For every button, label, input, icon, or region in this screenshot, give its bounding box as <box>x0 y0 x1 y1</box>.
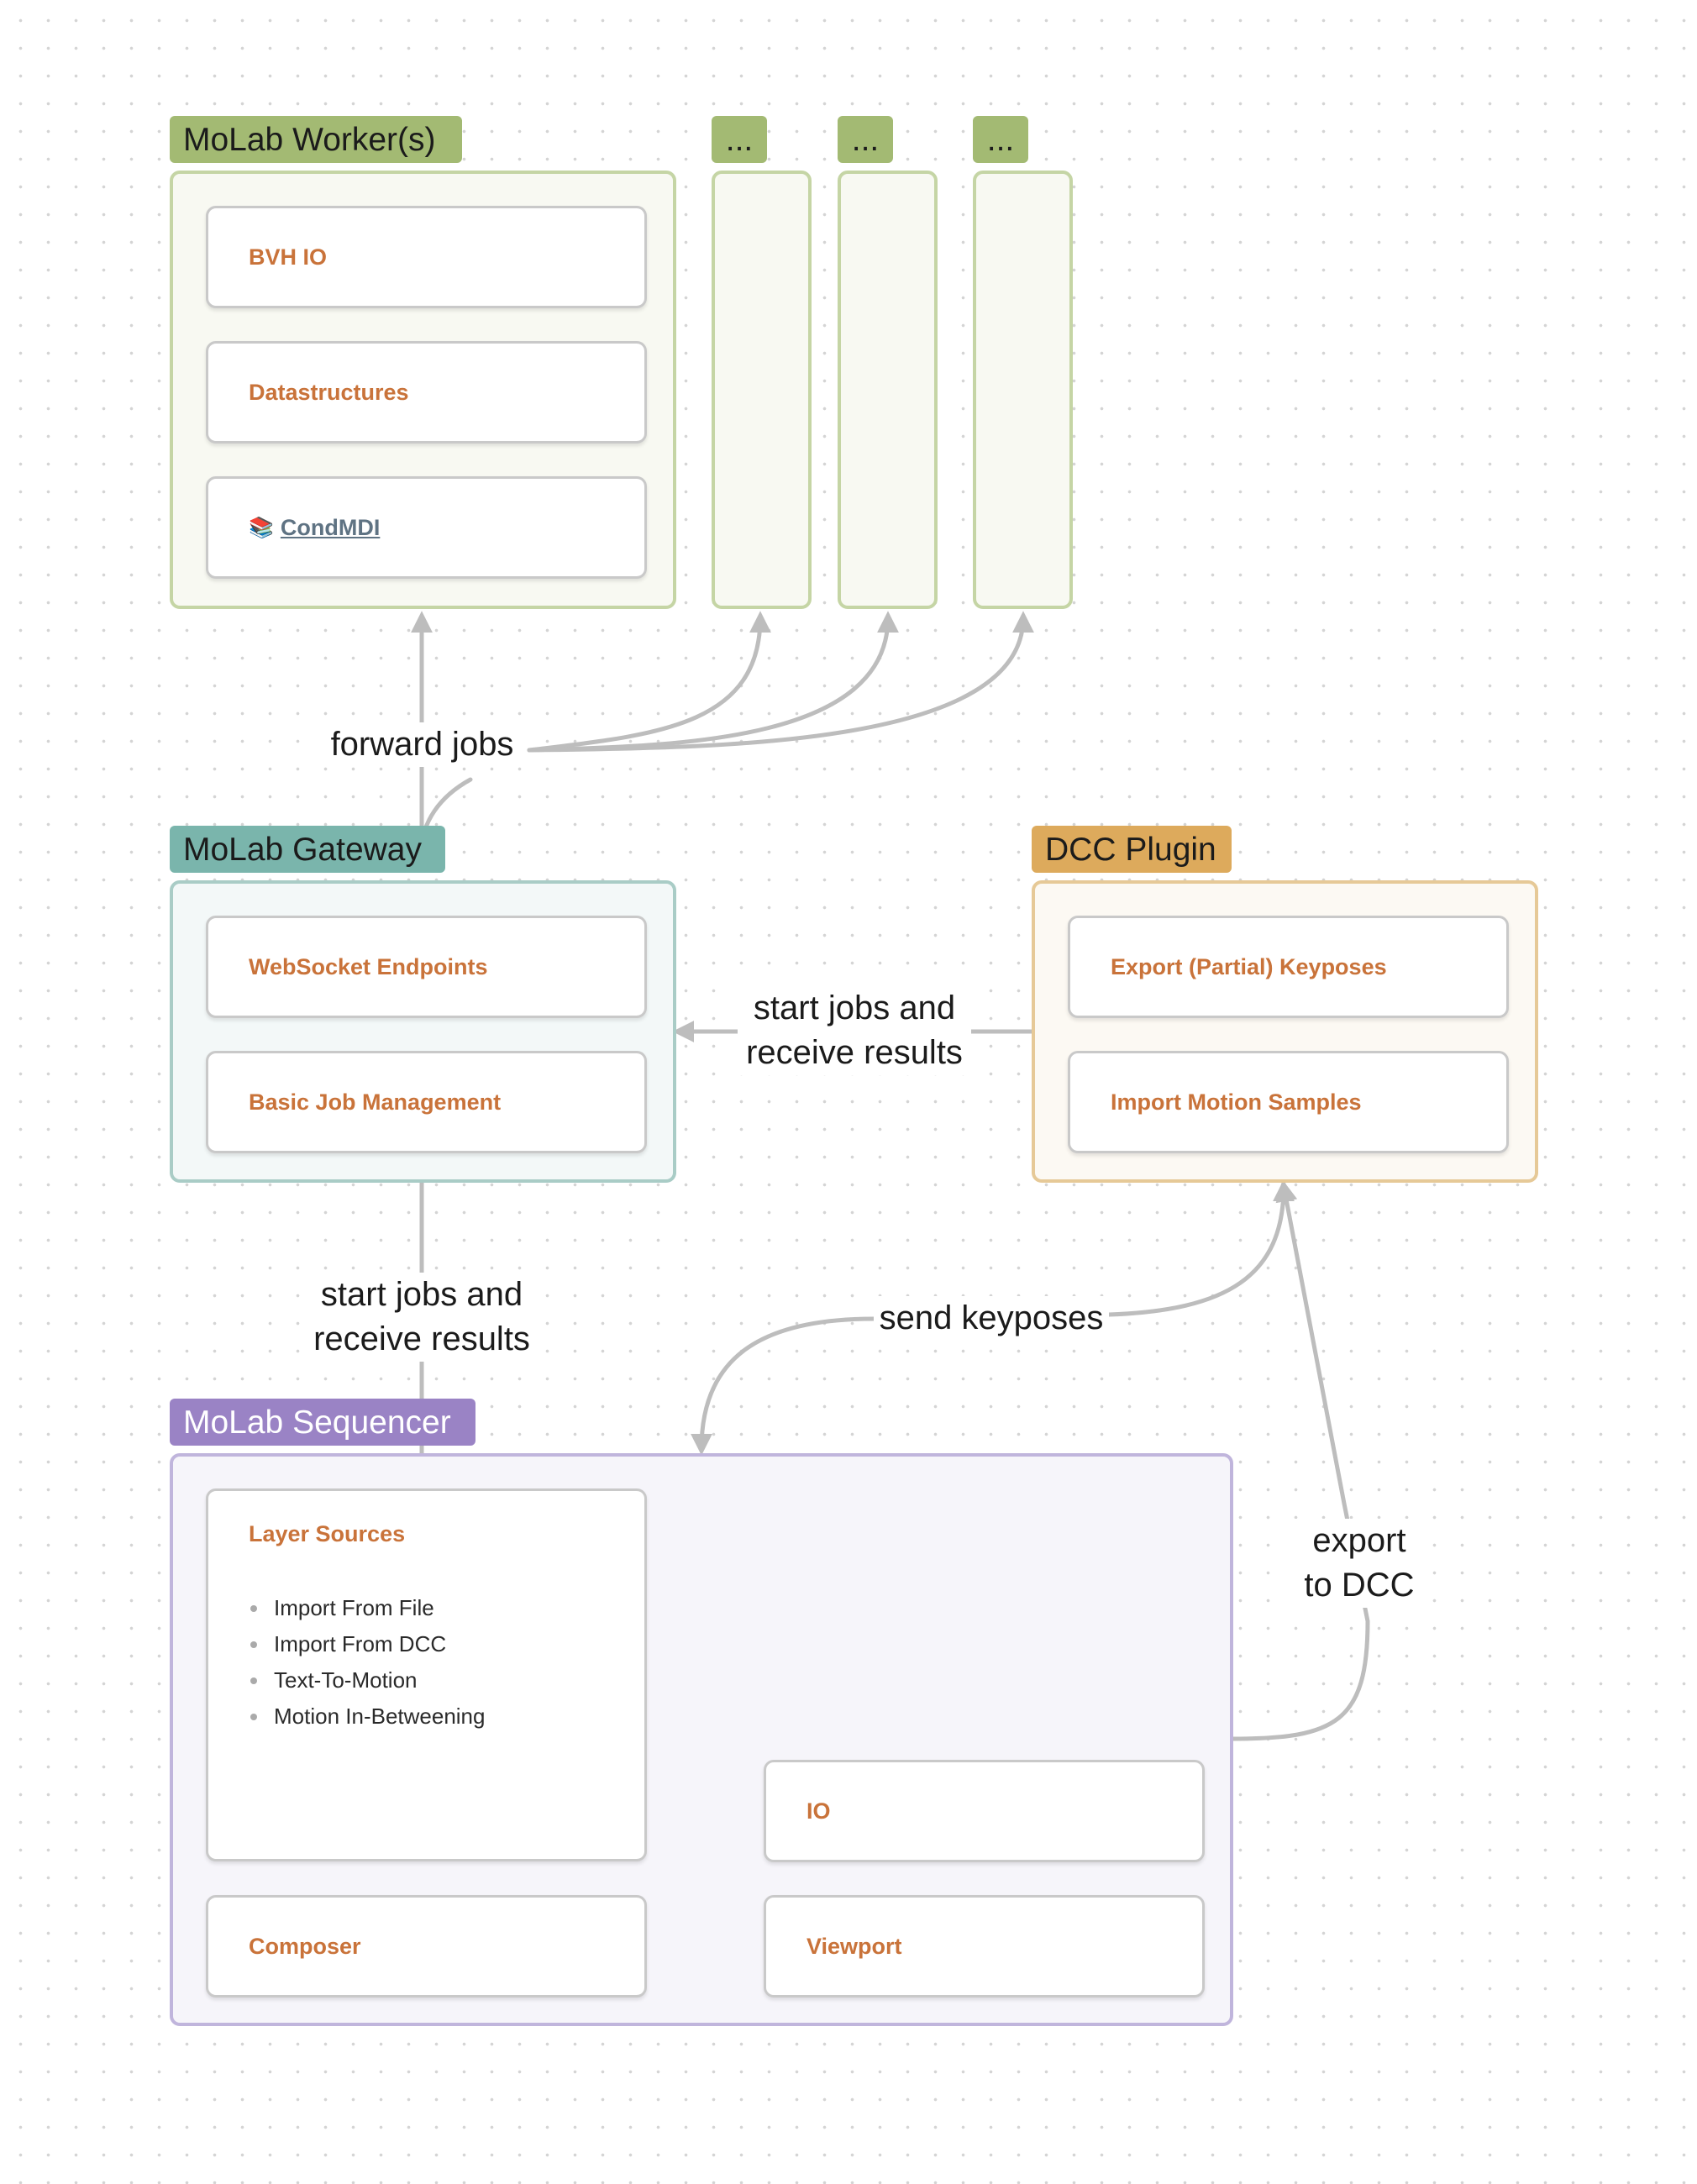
module-import-motion-samples[interactable]: Import Motion Samples <box>1068 1051 1509 1153</box>
worker-instance-2 <box>712 171 812 609</box>
edge-label-start-jobs-left: start jobs and receive results <box>306 1273 538 1362</box>
worker-instance-label: ... <box>712 116 767 163</box>
module-title: Basic Job Management <box>249 1089 502 1115</box>
list-item: Import From DCC <box>250 1626 485 1662</box>
edge-label-line: receive results <box>313 1320 530 1357</box>
edge-label-line: export <box>1312 1522 1406 1559</box>
module-title: Import Motion Samples <box>1111 1089 1362 1115</box>
worker-instance-label: ... <box>973 116 1028 163</box>
edge-label-forward-jobs: forward jobs <box>319 722 525 767</box>
gateway-group: WebSocket Endpoints Basic Job Management <box>170 880 676 1183</box>
module-datastructures[interactable]: Datastructures <box>206 341 647 444</box>
module-basic-job-management[interactable]: Basic Job Management <box>206 1051 647 1153</box>
module-layer-sources[interactable]: Layer Sources Import From File Import Fr… <box>206 1488 647 1861</box>
edge-forward-to-worker-4 <box>527 611 1034 753</box>
books-icon: 📚 <box>249 516 274 539</box>
sequencer-group-label: MoLab Sequencer <box>170 1399 475 1446</box>
edge-label-line: receive results <box>746 1034 963 1071</box>
list-item: Text-To-Motion <box>250 1662 485 1698</box>
module-title: Datastructures <box>249 379 409 405</box>
paper-link[interactable]: 📚 CondMDI <box>249 479 380 576</box>
layer-sources-list: Import From File Import From DCC Text-To… <box>250 1590 485 1735</box>
worker-instance-label: ... <box>838 116 893 163</box>
gateway-group-label: MoLab Gateway <box>170 826 445 873</box>
list-item: Motion In-Betweening <box>250 1698 485 1735</box>
edge-forward-to-worker-3 <box>527 611 899 753</box>
module-composer[interactable]: Composer <box>206 1895 647 1998</box>
module-title: BVH IO <box>249 244 328 270</box>
module-export-keyposes[interactable]: Export (Partial) Keyposes <box>1068 916 1509 1018</box>
module-title: Export (Partial) Keyposes <box>1111 953 1387 979</box>
worker-group: BVH IO Datastructures 📚 CondMDI <box>170 171 676 609</box>
module-viewport[interactable]: Viewport <box>764 1895 1205 1998</box>
worker-instance-4 <box>973 171 1073 609</box>
module-title: WebSocket Endpoints <box>249 953 488 979</box>
module-condmdi[interactable]: 📚 CondMDI <box>206 476 647 579</box>
sequencer-group: Layer Sources Import From File Import Fr… <box>170 1453 1233 2026</box>
edge-export-to-dcc <box>1231 1179 1370 1741</box>
worker-group-label: MoLab Worker(s) <box>170 116 462 163</box>
edge-label-export-to-dcc: export to DCC <box>1292 1519 1426 1608</box>
module-websocket-endpoints[interactable]: WebSocket Endpoints <box>206 916 647 1018</box>
module-title: Composer <box>249 1933 361 1959</box>
edge-label-line: start jobs and <box>320 1276 523 1313</box>
module-title: Viewport <box>806 1933 902 1959</box>
module-title: IO <box>806 1798 831 1824</box>
edge-label-send-keyposes: send keyposes <box>874 1296 1109 1341</box>
module-io[interactable]: IO <box>764 1760 1205 1862</box>
module-title: Layer Sources <box>249 1521 406 1546</box>
dcc-group: Export (Partial) Keyposes Import Motion … <box>1032 880 1538 1183</box>
list-item: Import From File <box>250 1590 485 1626</box>
condmdi-link[interactable]: CondMDI <box>280 514 381 540</box>
edge-label-line: start jobs and <box>753 990 956 1026</box>
worker-instance-3 <box>838 171 938 609</box>
dcc-group-label: DCC Plugin <box>1032 826 1232 873</box>
edge-label-start-jobs-right: start jobs and receive results <box>738 986 971 1075</box>
edge-label-line: to DCC <box>1304 1567 1415 1604</box>
edge-forward-to-worker-2 <box>527 611 771 753</box>
module-bvh-io[interactable]: BVH IO <box>206 206 647 308</box>
